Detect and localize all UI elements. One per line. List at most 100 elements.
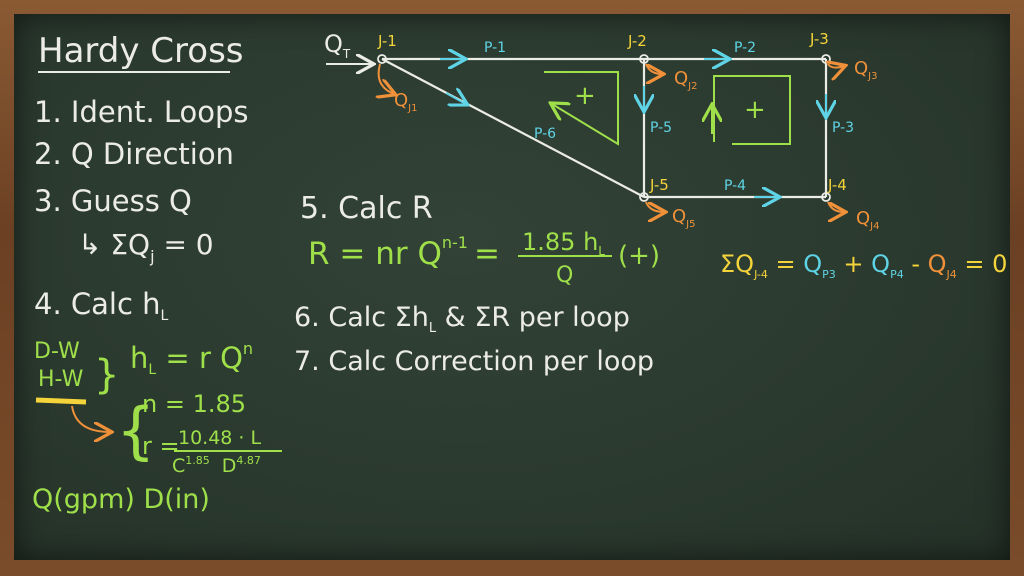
r-den-c: C xyxy=(172,455,185,477)
hw-pointer-arrow xyxy=(71,405,110,432)
flow-arrows xyxy=(440,59,826,197)
balance-qj4-sub: J4 xyxy=(946,268,957,281)
pipe-label-p4: P-4 xyxy=(724,178,746,194)
chalkboard-drawing: Hardy Cross 1. Ident. Loops 2. Q Directi… xyxy=(32,30,1007,515)
r-den-d: D xyxy=(222,455,237,477)
step-6-rest: & ΣR per loop xyxy=(436,302,630,333)
step-1: 1. Ident. Loops xyxy=(34,95,249,129)
balance-sigma-sub: J-4 xyxy=(753,268,768,281)
junction-j2: J-2 xyxy=(627,32,647,50)
demand-arrow-j1 xyxy=(379,63,394,94)
pipe-label-p3: P-3 xyxy=(832,120,854,136)
r-frac-den: Q xyxy=(556,263,573,288)
demand-arrow-j2 xyxy=(645,63,662,74)
head-loss-section: D-W H-W } hL = r Qn { n = 1.85 r = 10.48… xyxy=(32,339,282,515)
r-denominator: C1.85 D4.87 xyxy=(172,454,261,477)
node-j2 xyxy=(639,54,649,64)
qt-text: Q xyxy=(324,30,343,58)
balance-zero: = 0 xyxy=(957,250,1008,278)
middle-panel: 5. Calc R R = nr Qn-1= 1.85 hL Q (+) 6. … xyxy=(294,191,660,377)
pipe-label-p2: P-2 xyxy=(734,40,756,56)
demand-qj2-sub: J2 xyxy=(687,81,697,92)
r-formula-main: R = nr Qn-1= xyxy=(308,233,500,272)
sum-q-eq: = 0 xyxy=(155,228,214,261)
demand-arrow-j3 xyxy=(828,64,844,68)
units-note: Q(gpm) D(in) xyxy=(32,484,210,515)
balance-qp4-sub: P4 xyxy=(890,268,904,281)
dw-label: D-W xyxy=(34,339,80,364)
pipe-label-p5: P-5 xyxy=(650,120,672,136)
demand-qj4-sub: J4 xyxy=(869,221,879,232)
step-4-sub: L xyxy=(161,308,169,324)
step-5: 5. Calc R xyxy=(300,191,433,226)
hl-lhs-sub: L xyxy=(148,362,156,378)
r-numerator: 10.48 · L xyxy=(178,427,262,449)
step-4-text: 4. Calc h xyxy=(34,287,161,321)
dw-hw-brace: } xyxy=(94,352,119,398)
pipe-label-p6: P-6 xyxy=(534,126,556,142)
balance-qp3: Q xyxy=(803,250,822,278)
chalkboard: Hardy Cross 1. Ident. Loops 2. Q Directi… xyxy=(14,14,1010,560)
node-j4 xyxy=(821,192,831,202)
step-2: 2. Q Direction xyxy=(34,137,234,171)
qt-label: QT xyxy=(324,30,351,61)
junction-j3: J-3 xyxy=(809,30,829,48)
demand-arrows xyxy=(379,64,844,212)
demand-qj5-sub: J5 xyxy=(685,219,695,230)
hl-lhs: h xyxy=(130,341,148,375)
loop-1-sign: + xyxy=(574,81,596,111)
pipe-labels: P-1 P-2 P-3 P-4 P-5 P-6 xyxy=(484,40,854,194)
junction-j1: J-1 xyxy=(377,32,397,50)
r-frac-num-text: 1.85 h xyxy=(522,228,598,256)
r-formula-eq: = xyxy=(474,236,500,272)
step-4: 4. Calc hL xyxy=(34,287,169,324)
qt-sub: T xyxy=(342,47,351,61)
loop-2-marker: + xyxy=(712,75,791,145)
step-7: 7. Calc Correction per loop xyxy=(294,346,654,377)
balance-sigma: ΣQ xyxy=(720,250,754,278)
hl-rhs: = r Q xyxy=(156,341,243,375)
demand-qj1-sub: J1 xyxy=(407,103,417,114)
loop-2-sign: + xyxy=(744,95,766,125)
r-formula: R = nr Qn-1= 1.85 hL Q (+) xyxy=(308,228,660,288)
sum-q-symbol: ↳ ΣQ xyxy=(78,228,150,261)
hl-formula: hL = r Qn xyxy=(130,339,253,378)
step-6-sub: L xyxy=(429,321,437,336)
title: Hardy Cross xyxy=(38,31,244,71)
demand-qj4: QJ4 xyxy=(856,208,879,232)
node-balance-equation: ΣQJ-4 = QP3 + QP4 - QJ4 = 0 xyxy=(720,250,1007,281)
loop-1-path xyxy=(544,71,619,146)
step-6: 6. Calc ΣhL & ΣR per loop xyxy=(294,302,630,336)
demand-arrow-j4 xyxy=(827,201,844,212)
demand-qj4-q: Q xyxy=(856,208,870,229)
r-den-d-exp: 4.87 xyxy=(236,454,261,467)
demand-qj3-q: Q xyxy=(854,58,868,79)
balance-qp3-sub: P3 xyxy=(822,268,836,281)
demand-qj1: QJ1 xyxy=(394,90,417,114)
demand-qj2-q: Q xyxy=(674,68,688,89)
demand-arrow-j5 xyxy=(645,201,664,212)
hl-exp: n xyxy=(243,339,253,358)
demand-labels: QJ1 QJ2 QJ3 QJ4 QJ5 xyxy=(394,58,879,232)
loop-2-path xyxy=(713,75,791,145)
step-3: 3. Guess Q xyxy=(34,184,192,218)
demand-qj3-sub: J3 xyxy=(867,71,877,82)
balance-eq: = xyxy=(768,250,803,278)
r-sign: (+) xyxy=(618,241,660,271)
pipes xyxy=(381,57,828,199)
demand-qj3: QJ3 xyxy=(854,58,877,82)
pipe-p6 xyxy=(381,58,645,198)
n-equation: n = 1.85 xyxy=(142,390,246,418)
r-den-c-exp: 1.85 xyxy=(185,454,210,467)
balance-qp4: Q xyxy=(871,250,890,278)
pipe-label-p1: P-1 xyxy=(484,40,506,56)
hw-underline xyxy=(35,397,87,405)
demand-qj5-q: Q xyxy=(672,206,686,227)
junction-j4: J-4 xyxy=(827,176,847,194)
junction-labels: J-1 J-2 J-3 J-4 J-5 xyxy=(377,30,847,194)
balance-plus: + xyxy=(836,250,871,278)
sum-q-sub: j xyxy=(149,247,154,266)
node-j1 xyxy=(377,54,387,64)
junction-j5: J-5 xyxy=(649,176,669,194)
